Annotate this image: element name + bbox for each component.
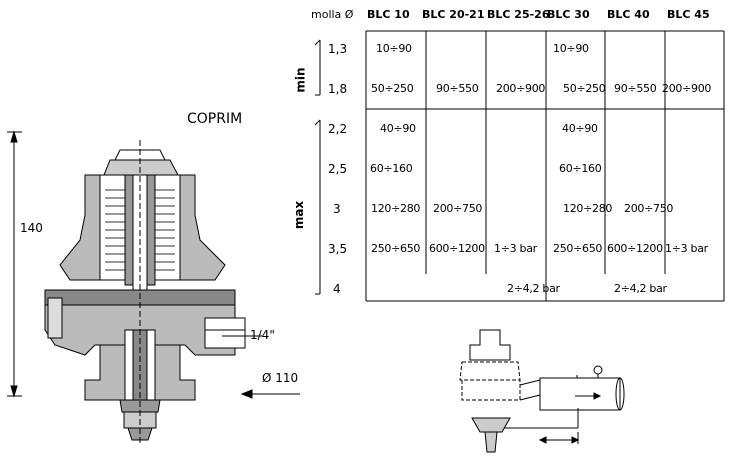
table-cell: 90÷550 [436, 82, 479, 95]
regulator-section [44, 140, 246, 445]
col-header-blc40: BLC 40 [607, 8, 650, 21]
height-dimension [7, 130, 22, 398]
table-cell: 1÷3 bar [494, 242, 537, 255]
col-header-blc20: BLC 20-21 [422, 8, 485, 21]
table-cell: 10÷90 [553, 42, 589, 55]
table-cell: 50÷250 [563, 82, 606, 95]
table-cell: 90÷550 [614, 82, 657, 95]
table-cell: 60÷160 [370, 162, 413, 175]
table-cell: 2÷4,2 bar [614, 282, 667, 295]
table-cell: 40÷90 [562, 122, 598, 135]
table-grid [314, 30, 725, 302]
spring-diameter-label: molla Ø [311, 8, 354, 21]
table-cell: 200÷900 [496, 82, 546, 95]
table-cell: 600÷1200 [607, 242, 663, 255]
table-cell: 50÷250 [371, 82, 414, 95]
table-cell: 1÷3 bar [665, 242, 708, 255]
row-label: 3,5 [328, 242, 348, 256]
row-label: 3 [333, 202, 341, 216]
table-cell: 10÷90 [376, 42, 412, 55]
col-header-blc30: BLC 30 [547, 8, 590, 21]
row-label: 1,3 [328, 42, 348, 56]
table-cell: 120÷280 [371, 202, 421, 215]
height-dimension-label: 140 [20, 221, 43, 235]
table-cell: 200÷750 [624, 202, 674, 215]
table-cell: 2÷4,2 bar [507, 282, 560, 295]
table-cell: 40÷90 [380, 122, 416, 135]
group-min-label: min [293, 67, 308, 93]
table-cell: 200÷900 [662, 82, 712, 95]
installation-schematic [459, 329, 625, 453]
group-max-label: max [292, 200, 307, 230]
row-label: 1,8 [328, 82, 348, 96]
diameter-arrow [240, 389, 300, 399]
diameter-label: Ø 110 [262, 371, 299, 385]
table-cell: 600÷1200 [429, 242, 485, 255]
table-cell: 250÷650 [371, 242, 421, 255]
table-cell: 250÷650 [553, 242, 603, 255]
table-cell: 200÷750 [433, 202, 483, 215]
brand-label: COPRIM [187, 111, 243, 127]
col-header-blc10: BLC 10 [367, 8, 410, 21]
row-label: 2,2 [328, 122, 348, 136]
table-cell: 120÷280 [563, 202, 613, 215]
row-label: 4 [333, 282, 341, 296]
port-size-label: 1/4" [250, 328, 275, 342]
table-cell: 60÷160 [559, 162, 602, 175]
col-header-blc25: BLC 25-26 [487, 8, 550, 21]
row-label: 2,5 [328, 162, 348, 176]
col-header-blc45: BLC 45 [667, 8, 710, 21]
